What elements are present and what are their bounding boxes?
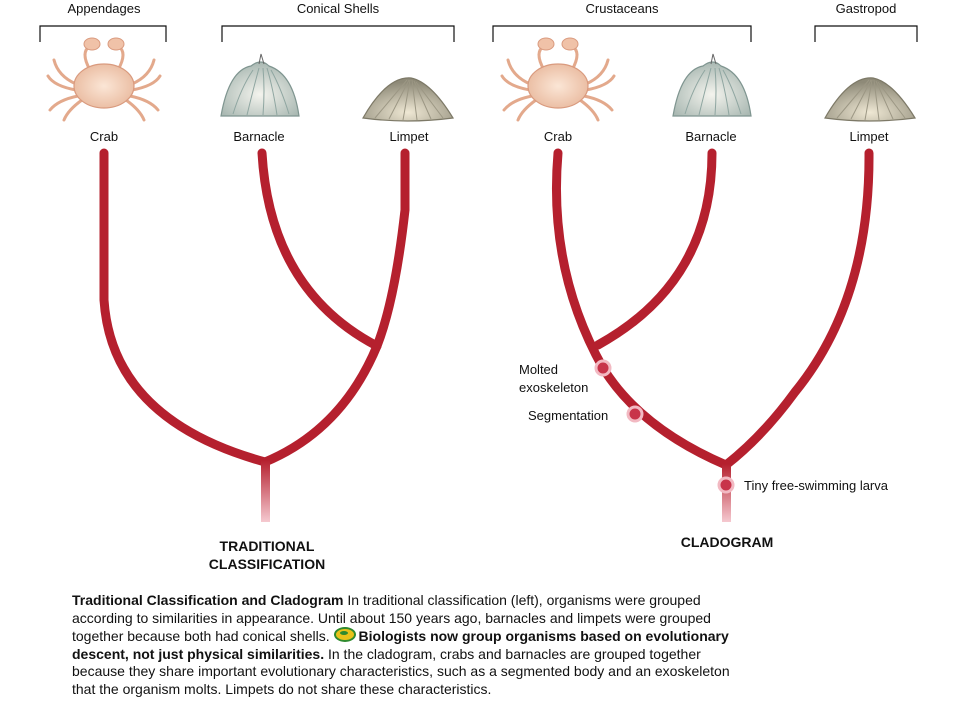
caption-text: In the cladogram, crabs and barnacles ar… — [72, 645, 730, 697]
group-bracket-appendages: Appendages — [39, 1, 167, 42]
caption-title: Traditional Classification and Cladogram — [72, 592, 344, 608]
branch-limpet — [260, 148, 410, 467]
group-label-appendages: Appendages — [67, 1, 141, 16]
crab-icon — [46, 37, 162, 122]
limpet-icon — [362, 77, 454, 122]
organism-label-crab: Crab — [544, 129, 572, 144]
traditional-title-line1: TRADITIONAL — [220, 538, 315, 554]
cladogram-tree — [552, 148, 874, 522]
group-label-conical-shells: Conical Shells — [297, 1, 380, 16]
stem-traditional — [261, 460, 270, 522]
branch-crab — [99, 148, 270, 467]
traditional-tree — [99, 148, 410, 522]
classification-diagram: Appendages Conical Shells Crustaceans Ga… — [39, 1, 918, 572]
group-label-gastropod: Gastropod — [836, 1, 897, 16]
group-bracket-gastropod: Gastropod — [814, 1, 918, 42]
traditional-title-line2: CLASSIFICATION — [209, 556, 325, 572]
organism-label-limpet: Limpet — [849, 129, 888, 144]
organism-label-barnacle: Barnacle — [233, 129, 284, 144]
organism-label-limpet: Limpet — [389, 129, 428, 144]
organism-label-crab: Crab — [90, 129, 118, 144]
trait-node-segmentation — [626, 405, 644, 423]
barnacle-icon — [220, 53, 300, 117]
caption-key-concept: Biologists now group organisms based on … — [72, 628, 729, 662]
group-bracket-crustaceans: Crustaceans — [492, 1, 752, 42]
group-label-crustaceans: Crustaceans — [586, 1, 659, 16]
limpet-icon — [824, 77, 916, 122]
branch-limpet — [721, 148, 874, 470]
group-bracket-conical-shells: Conical Shells — [221, 1, 455, 42]
cladogram-title: CLADOGRAM — [681, 534, 774, 550]
crab-icon — [500, 37, 616, 122]
trait-label-segmentation: Segmentation — [528, 408, 608, 423]
trait-node-molted-exoskeleton — [594, 359, 612, 377]
branch-barnacle — [257, 148, 382, 351]
trait-node-larva — [717, 476, 735, 494]
figure-caption: Traditional Classification and Cladogram… — [72, 592, 732, 698]
trait-label-exoskeleton: exoskeleton — [519, 380, 588, 395]
caption-text: In traditional classification (left), or… — [72, 592, 711, 644]
key-concept-icon — [333, 627, 356, 642]
trait-label-molted: Molted — [519, 362, 558, 377]
branch-barnacle — [593, 148, 717, 350]
trait-label-larva: Tiny free-swimming larva — [744, 478, 889, 493]
organism-label-barnacle: Barnacle — [685, 129, 736, 144]
barnacle-icon — [672, 53, 752, 117]
